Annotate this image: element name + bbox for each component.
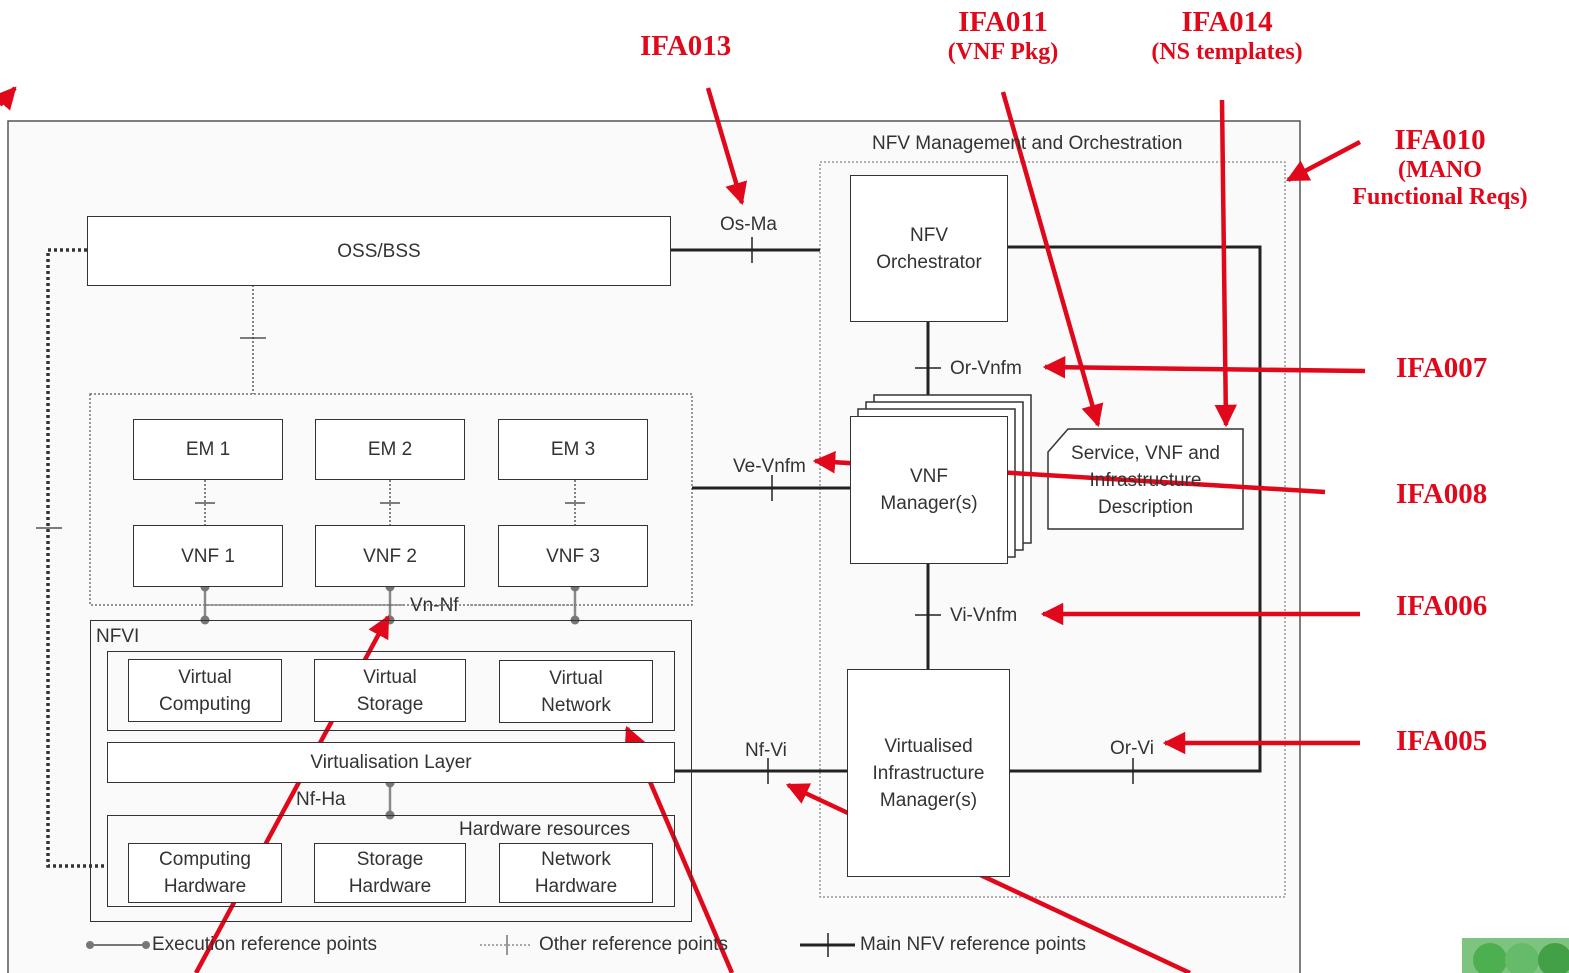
oss-bss-label: OSS/BSS — [337, 240, 421, 262]
vnf-1-label: VNF 1 — [181, 545, 235, 567]
annotation-ifa005: IFA005 — [1396, 725, 1488, 757]
annotation-ifa007: IFA007 — [1396, 352, 1488, 384]
virtual-storage-line-1: Virtual — [363, 666, 417, 688]
annotation-ifa014: IFA014 (NS templates) — [1122, 6, 1332, 66]
virtualisation-layer-label: Virtualisation Layer — [310, 752, 472, 773]
descriptor-line-2: Infrastructure — [1089, 469, 1202, 491]
network-hardware-line-2: Hardware — [534, 876, 618, 897]
em-1-label: EM 1 — [185, 439, 231, 460]
computing-hardware-box: Computing Hardware — [128, 843, 282, 903]
virtual-storage-line-2: Storage — [356, 693, 424, 715]
virtual-computing-box: Virtual Computing — [128, 659, 282, 722]
em-2-box: EM 2 — [315, 419, 465, 480]
nfv-orchestrator-box: NFV Orchestrator — [850, 175, 1008, 322]
vim-line-1: Virtualised — [884, 735, 973, 757]
ifa011-sub: (VNF Pkg) — [947, 39, 1059, 65]
ref-nf-vi: Nf-Vi — [745, 740, 787, 761]
hardware-resources-box — [107, 815, 675, 907]
mano-title: NFV Management and Orchestration — [872, 133, 1183, 154]
oss-bss-box: OSS/BSS — [87, 216, 671, 286]
em-2-label: EM 2 — [367, 439, 413, 460]
hardware-resources-label: Hardware resources — [459, 819, 631, 840]
network-hardware-box: Network Hardware — [499, 843, 653, 903]
annotation-ifa008: IFA008 — [1396, 478, 1488, 510]
descriptor-box: Service, VNF and Infrastructure Descript… — [1048, 432, 1243, 528]
annotation-ifa013: IFA013 — [640, 30, 732, 62]
virtualisation-layer-box: Virtualisation Layer — [107, 742, 675, 783]
virtual-storage-box: Virtual Storage — [314, 659, 466, 722]
vnf-3-box: VNF 3 — [498, 525, 648, 587]
ifa010-sub-1: (MANO — [1398, 157, 1482, 183]
ifa014-title: IFA014 — [1181, 6, 1273, 38]
ifa011-title: IFA011 — [958, 6, 1048, 38]
nfvo-line-1: NFV — [910, 224, 948, 246]
descriptor-line-3: Description — [1097, 496, 1194, 518]
storage-hardware-box: Storage Hardware — [314, 843, 466, 903]
computing-hardware-line-2: Hardware — [163, 876, 247, 897]
ref-vn-nf: Vn-Nf — [410, 595, 459, 616]
vnf-2-box: VNF 2 — [315, 525, 465, 587]
ref-or-vnfm: Or-Vnfm — [950, 358, 1022, 379]
mano-region — [819, 161, 1286, 898]
virtual-network-line-2: Network — [541, 694, 611, 716]
ref-vi-vnfm: Vi-Vnfm — [950, 605, 1018, 626]
ref-nf-ha: Nf-Ha — [296, 789, 346, 810]
vim-box: Virtualised Infrastructure Manager(s) — [847, 669, 1010, 877]
annotation-ifa006: IFA006 — [1396, 590, 1488, 622]
annotation-ifa011: IFA011 (VNF Pkg) — [928, 6, 1078, 66]
nfvo-line-2: Orchestrator — [876, 251, 982, 273]
vnf-2-label: VNF 2 — [363, 545, 417, 567]
nfvi-box — [90, 620, 692, 922]
vnf-manager-box: VNF Manager(s) — [850, 416, 1008, 564]
vim-line-3: Manager(s) — [879, 789, 978, 811]
storage-hardware-line-1: Storage — [356, 849, 424, 870]
virtual-network-box: Virtual Network — [499, 660, 653, 723]
vnf-1-box: VNF 1 — [133, 525, 283, 587]
em-3-box: EM 3 — [498, 419, 648, 480]
ifa010-sub-2: Functional Reqs) — [1352, 184, 1528, 210]
computing-hardware-line-1: Computing — [159, 849, 251, 870]
network-hardware-line-1: Network — [541, 849, 611, 870]
em-3-label: EM 3 — [550, 439, 596, 460]
vnfm-line-2: Manager(s) — [880, 493, 978, 514]
storage-hardware-line-2: Hardware — [348, 876, 432, 897]
virtual-computing-line-2: Computing — [159, 693, 251, 715]
vnfm-line-1: VNF — [910, 466, 948, 487]
ref-or-vi: Or-Vi — [1110, 738, 1154, 759]
ref-ve-vnfm: Ve-Vnfm — [733, 456, 806, 477]
logo-icon — [1462, 938, 1569, 973]
em-1-box: EM 1 — [133, 419, 283, 480]
vnf-3-label: VNF 3 — [546, 545, 600, 567]
nfvi-label: NFVI — [96, 626, 140, 647]
vim-line-2: Infrastructure — [872, 762, 985, 784]
ref-os-ma: Os-Ma — [720, 214, 777, 235]
oss-hardware-link — [46, 248, 107, 868]
virtual-resources-box — [107, 651, 675, 731]
ifa010-title: IFA010 — [1394, 124, 1486, 156]
ifa014-sub: (NS templates) — [1151, 39, 1303, 65]
legend-main: Main NFV reference points — [860, 934, 1086, 955]
legend-other: Other reference points — [539, 934, 729, 955]
legend-execution: Execution reference points — [152, 934, 377, 955]
virtual-network-line-1: Virtual — [549, 667, 603, 689]
descriptor-line-1: Service, VNF and — [1071, 442, 1220, 464]
virtual-computing-line-1: Virtual — [178, 666, 232, 688]
annotation-ifa010: IFA010 (MANO Functional Reqs) — [1322, 124, 1558, 211]
